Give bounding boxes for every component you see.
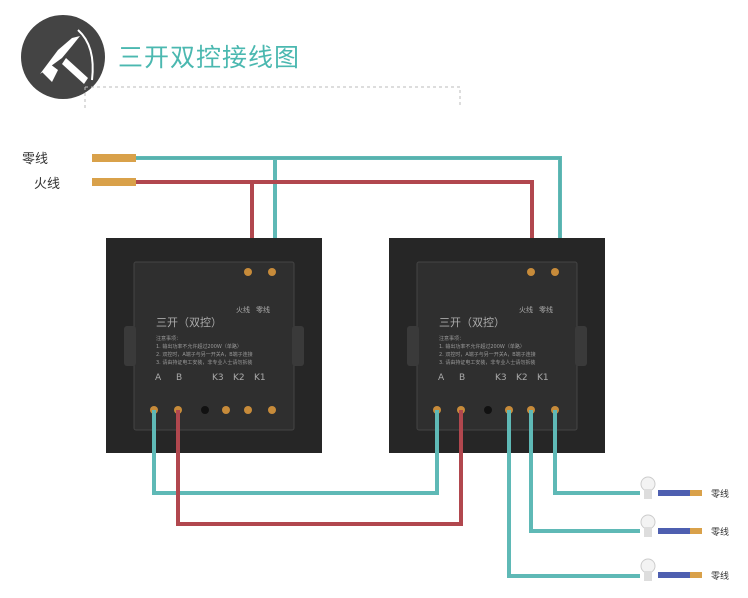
switch-right-note-2: 2. 双控时，A端子与另一开关A，B端子连接	[439, 351, 536, 358]
switch-right-term-k3: K3	[495, 373, 507, 383]
switch-right-title: 三开（双控）	[439, 315, 505, 329]
switch-right-neutral-term: 零线	[539, 305, 553, 314]
switch-left-term-k1: K1	[254, 373, 266, 383]
header-dashed-frame	[84, 86, 461, 108]
switch-right-term-b: B	[459, 373, 465, 383]
lamp-2	[640, 514, 702, 537]
switch-left-note-2: 2. 双控时，A端子与另一开关A，B端子连接	[156, 351, 253, 358]
switch-right-note-3: 3. 请由持证电工安装，非专业人士请勿拆装	[439, 359, 535, 366]
lamp-neutral-label-3: 零线	[711, 570, 729, 582]
page-title: 三开双控接线图	[118, 43, 300, 72]
load-wires	[507, 410, 640, 578]
switch-left-term-b: B	[176, 373, 182, 383]
switch-right-note-0: 注意事项：	[439, 335, 464, 342]
switch-panel-left: 三开（双控） 火线 零线 注意事项： 1. 输出功率不允许超过200W（单路） …	[106, 238, 322, 453]
switch-right-live-term: 火线	[519, 305, 533, 314]
switch-left-live-term: 火线	[236, 305, 250, 314]
switch-left-term-k3: K3	[212, 373, 224, 383]
lamp-neutral-label-1: 零线	[711, 488, 729, 500]
switch-right-term-k1: K1	[537, 373, 549, 383]
switch-left-neutral-term: 零线	[256, 305, 270, 314]
switch-left-note-1: 1. 输出功率不允许超过200W（单路）	[156, 343, 242, 350]
switch-right-term-k2: K2	[516, 373, 528, 383]
switch-left-term-k2: K2	[233, 373, 245, 383]
lamp-3	[640, 558, 702, 581]
lamp-neutral-label-2: 零线	[711, 526, 729, 538]
lamp-1	[640, 476, 702, 499]
switch-left-note-3: 3. 请由持证电工安装，非专业人士请勿拆装	[156, 359, 252, 366]
switch-right-note-1: 1. 输出功率不允许超过200W（单路）	[439, 343, 525, 350]
switch-left-note-0: 注意事项：	[156, 335, 181, 342]
neutral-label: 零线	[22, 152, 48, 167]
traveler-wires	[152, 410, 463, 526]
switch-right-term-a: A	[438, 373, 445, 383]
tool-icon	[21, 15, 105, 99]
switch-left-term-a: A	[155, 373, 162, 383]
switch-panel-right: 三开（双控） 火线 零线 注意事项： 1. 输出功率不允许超过200W（单路） …	[389, 238, 605, 453]
live-label: 火线	[34, 177, 60, 192]
switch-left-title: 三开（双控）	[156, 315, 222, 329]
